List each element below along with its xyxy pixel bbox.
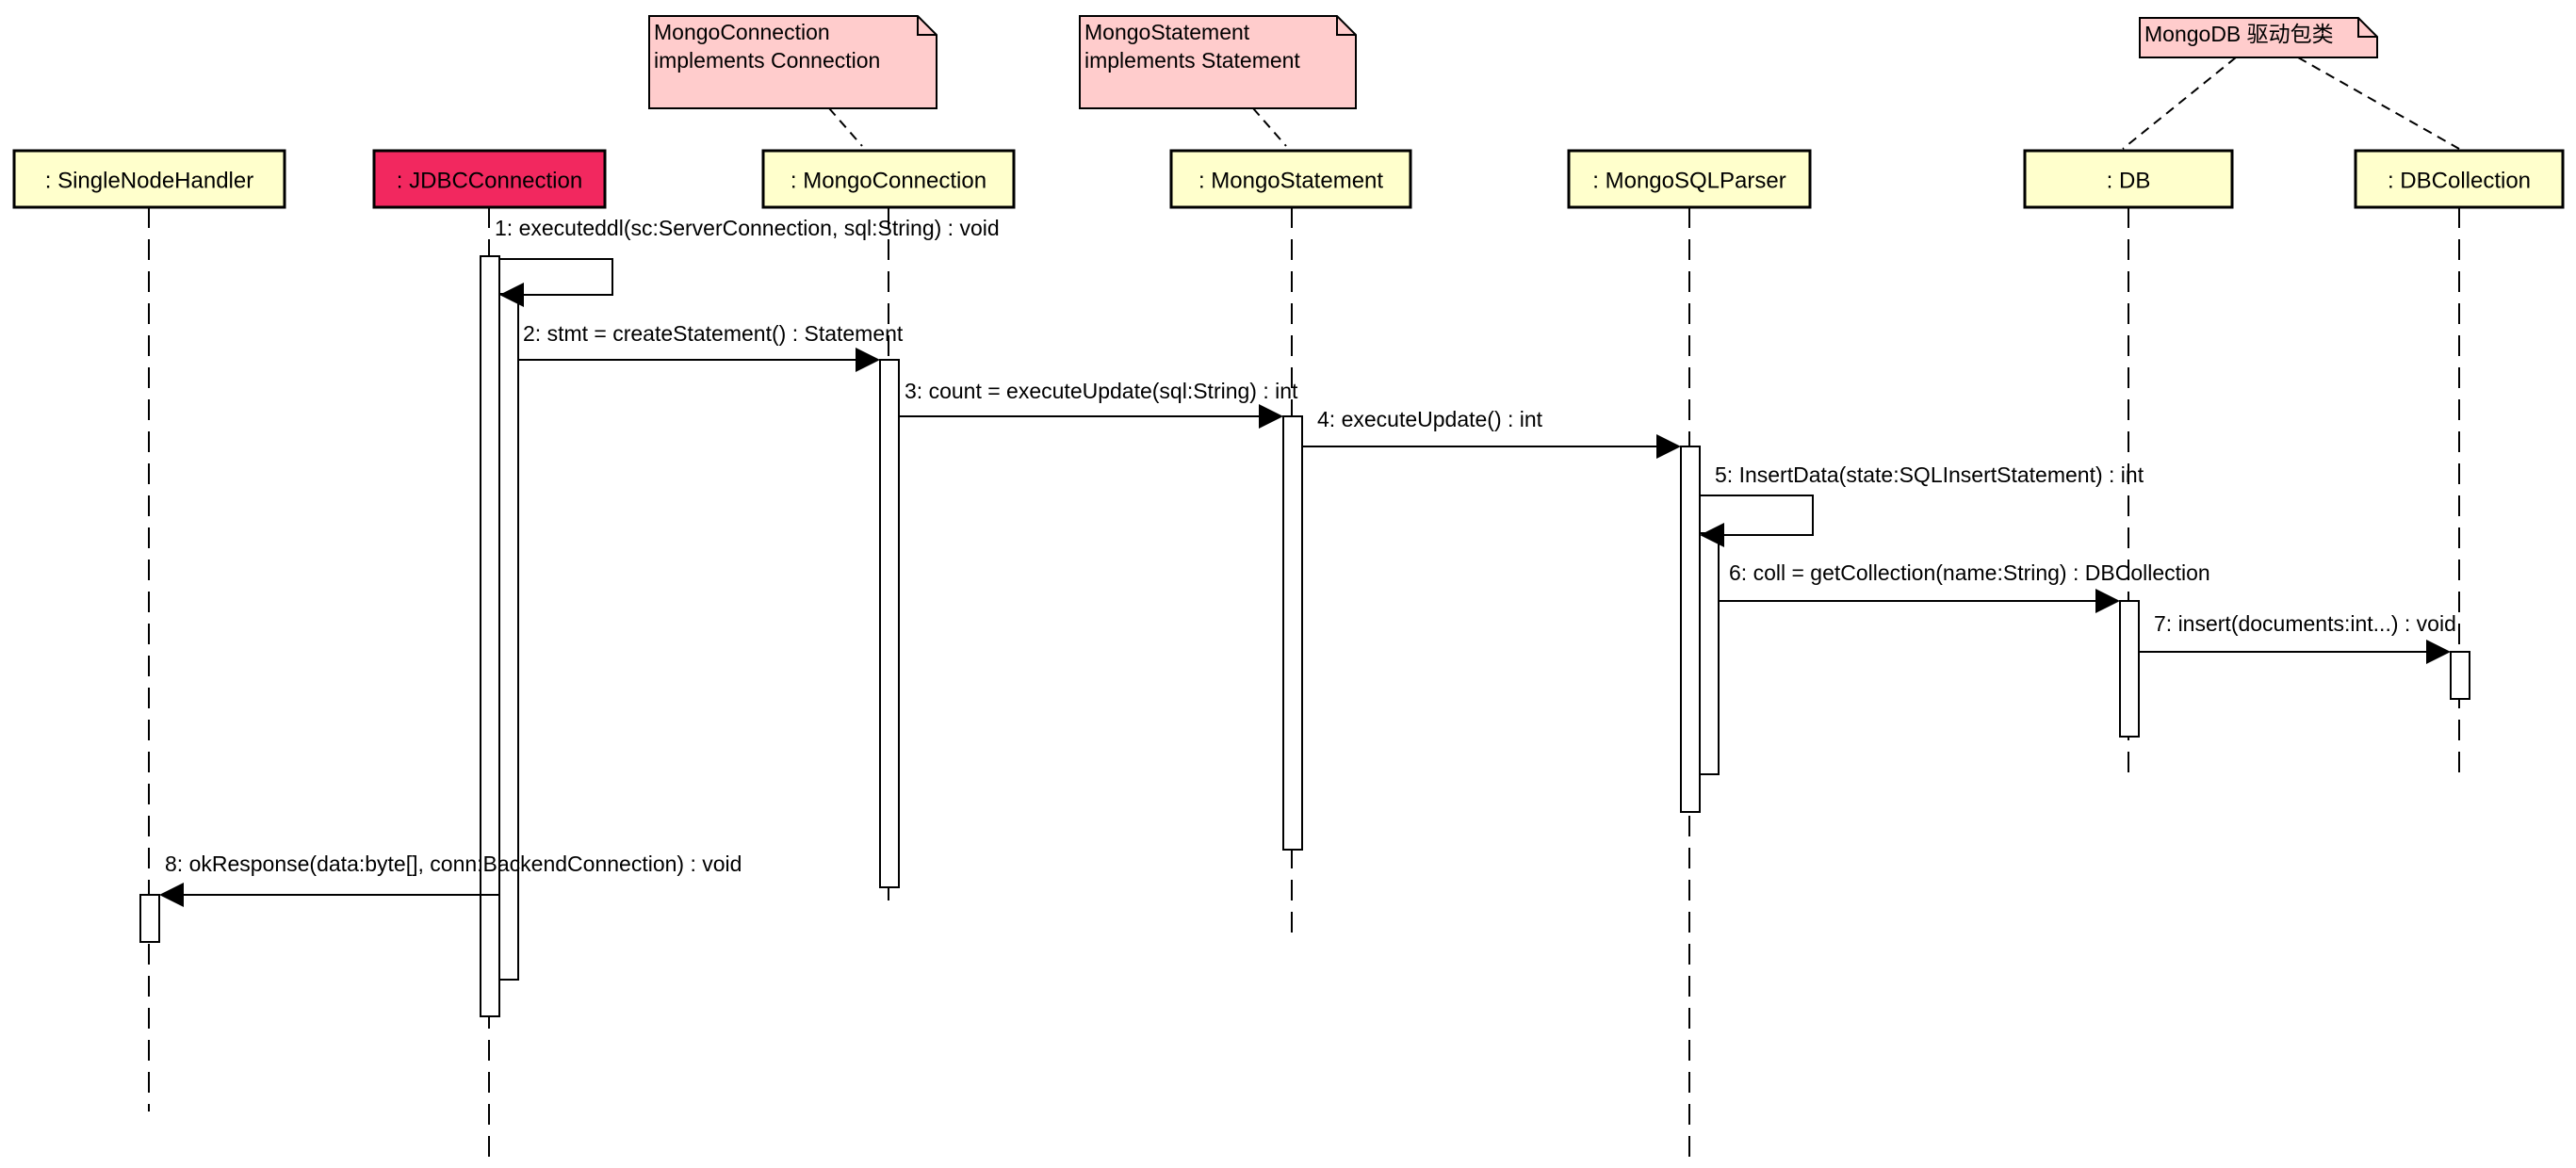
note-1: MongoConnection implements Connection — [648, 15, 937, 147]
participant-box — [761, 149, 1016, 209]
participant-label: : MongoConnection — [791, 168, 986, 193]
activation-bar — [480, 255, 500, 1017]
arrow-head-icon — [1656, 434, 1681, 459]
participant-box — [372, 149, 607, 209]
note-body — [1079, 15, 1357, 109]
message-3: 3: count = executeUpdate(sql:String) : i… — [899, 379, 1298, 429]
participant-box — [1567, 149, 1812, 209]
activation-bar — [879, 359, 900, 888]
note-fold-icon — [1336, 16, 1356, 36]
note-fold-icon — [917, 16, 937, 36]
participant-p6: : DB — [2023, 149, 2234, 209]
participant-p3: : MongoConnection — [761, 149, 1016, 209]
activation-bar — [139, 894, 160, 943]
message-label: 3: count = executeUpdate(sql:String) : i… — [905, 379, 1298, 403]
activation-bar — [1282, 415, 1303, 851]
note-body — [2139, 17, 2378, 58]
message-line — [499, 258, 613, 296]
note-fold-icon — [2357, 18, 2377, 38]
message-label: 6: coll = getCollection(name:String) : D… — [1729, 560, 2210, 585]
note-connector — [2297, 57, 2460, 150]
message-line — [1700, 495, 1814, 536]
activation-bar — [1680, 446, 1701, 813]
note-text: implements Connection — [654, 48, 880, 73]
participant-p5: : MongoSQLParser — [1567, 149, 1812, 209]
message-6: 6: coll = getCollection(name:String) : D… — [1719, 560, 2210, 613]
arrow-head-icon — [856, 348, 880, 372]
participant-box — [2023, 149, 2234, 209]
participant-box — [2354, 149, 2565, 209]
message-1: 1: executeddl(sc:ServerConnection, sql:S… — [495, 216, 1000, 307]
arrow-head-icon — [1259, 404, 1283, 429]
note-text: MongoDB 驱动包类 — [2144, 22, 2334, 46]
activation-bar — [498, 293, 519, 981]
participant-box — [1169, 149, 1412, 209]
note-connector — [2122, 57, 2237, 150]
participant-label: : JDBCConnection — [397, 168, 582, 193]
message-label: 5: InsertData(state:SQLInsertStatement) … — [1715, 462, 2144, 487]
message-label: 2: stmt = createStatement() : Statement — [523, 321, 904, 346]
participant-label: : MongoSQLParser — [1592, 168, 1785, 193]
note-text: MongoConnection — [654, 20, 830, 44]
message-label: 1: executeddl(sc:ServerConnection, sql:S… — [495, 216, 1000, 240]
note-connector — [1252, 107, 1287, 147]
arrow-head-icon — [499, 283, 524, 307]
message-label: 8: okResponse(data:byte[], conn:BackendC… — [165, 852, 742, 876]
participant-p1: : SingleNodeHandler — [12, 149, 286, 209]
participant-p2: : JDBCConnection — [372, 149, 607, 209]
participant-p4: : MongoStatement — [1169, 149, 1412, 209]
message-4: 4: executeUpdate() : int — [1302, 407, 1681, 459]
participant-label: : DB — [2107, 168, 2151, 193]
note-2: MongoStatement implements Statement — [1079, 15, 1357, 147]
participant-label: : MongoStatement — [1198, 168, 1383, 193]
note-connector — [828, 107, 863, 147]
message-5: 5: InsertData(state:SQLInsertStatement) … — [1700, 462, 2144, 547]
note-body — [648, 15, 937, 109]
message-7: 7: insert(documents:int...) : void — [2139, 611, 2456, 664]
participant-label: : DBCollection — [2388, 168, 2531, 193]
message-2: 2: stmt = createStatement() : Statement — [518, 321, 904, 372]
activation-bar — [2119, 600, 2140, 738]
note-text: implements Statement — [1084, 48, 1300, 73]
message-label: 4: executeUpdate() : int — [1317, 407, 1543, 431]
participant-p7: : DBCollection — [2354, 149, 2565, 209]
arrow-head-icon — [2095, 589, 2120, 613]
participant-label: : SingleNodeHandler — [45, 168, 253, 193]
activation-bar — [2450, 651, 2470, 700]
message-label: 7: insert(documents:int...) : void — [2154, 611, 2456, 636]
message-8: 8: okResponse(data:byte[], conn:BackendC… — [159, 852, 742, 907]
note-text: MongoStatement — [1084, 20, 1250, 44]
activation-bar — [1699, 532, 1720, 775]
participant-box — [12, 149, 286, 209]
arrow-head-icon — [159, 883, 184, 907]
arrow-head-icon — [1700, 523, 1724, 547]
note-3: MongoDB 驱动包类 — [2122, 17, 2460, 150]
arrow-head-icon — [2426, 640, 2451, 664]
